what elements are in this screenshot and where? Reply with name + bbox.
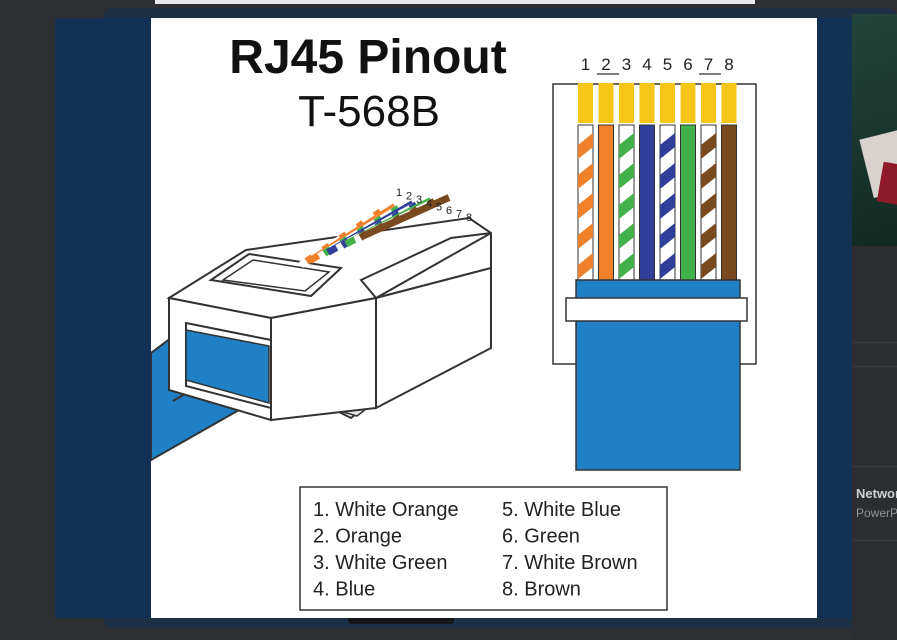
flat-wires bbox=[577, 124, 737, 284]
gold-contact bbox=[660, 83, 675, 123]
wire-stripe bbox=[578, 253, 593, 279]
wire-stripe bbox=[619, 253, 634, 279]
plug-pin-number: 2 bbox=[406, 191, 412, 203]
wire-stripe bbox=[660, 223, 675, 249]
legend-item: 7. White Brown bbox=[502, 552, 638, 574]
wire-pin-2 bbox=[598, 124, 614, 284]
background-button[interactable] bbox=[348, 616, 454, 624]
wire-stripe bbox=[701, 253, 716, 279]
gold-contact bbox=[619, 83, 634, 123]
pin-number-label: 6 bbox=[683, 55, 692, 74]
legend-left-column: 1. White Orange 2. Orange 3. White Green 4.… bbox=[313, 499, 459, 601]
pin-number-label: 5 bbox=[663, 55, 672, 74]
diagram-title: RJ45 Pinout bbox=[229, 31, 506, 84]
legend-item: 3. White Green bbox=[313, 552, 448, 574]
wire-stripe bbox=[578, 133, 593, 159]
background-list bbox=[852, 246, 897, 640]
pin-number-label: 2 bbox=[601, 55, 610, 74]
wire-stripe bbox=[701, 163, 716, 189]
pinout-image: RJ45 Pinout T-568B bbox=[151, 18, 817, 618]
legend-item: 2. Orange bbox=[313, 526, 402, 548]
pin-number-label: 7 bbox=[704, 55, 713, 74]
diagram-subtitle: T-568B bbox=[298, 87, 440, 136]
pin-number-label: 3 bbox=[622, 55, 631, 74]
wire-pin-6 bbox=[680, 124, 696, 284]
gold-contact bbox=[578, 83, 593, 123]
wire-stripe bbox=[660, 193, 675, 219]
plug-wire bbox=[362, 194, 451, 239]
plug-pin-number: 8 bbox=[466, 212, 472, 224]
wire-stripe bbox=[578, 193, 593, 219]
plug-wires bbox=[299, 194, 451, 268]
wire-stripe bbox=[660, 163, 675, 189]
legend-item: 8. Brown bbox=[502, 579, 581, 601]
wire-stripe bbox=[578, 163, 593, 189]
plug-pin-number: 5 bbox=[436, 201, 442, 213]
legend-box bbox=[299, 486, 668, 611]
list-divider bbox=[852, 342, 897, 343]
wire-stripe bbox=[619, 133, 634, 159]
wire-stripe bbox=[619, 193, 634, 219]
plug-window-inner bbox=[220, 259, 331, 292]
wire-stripe bbox=[578, 223, 593, 249]
gold-contact bbox=[598, 83, 614, 123]
pin-number-label: 1 bbox=[581, 55, 590, 74]
background-toolbar-strip bbox=[155, 0, 755, 4]
wire-stripe bbox=[701, 223, 716, 249]
wire-pin-4 bbox=[639, 124, 655, 284]
list-item-subtitle: PowerPoint bbox=[856, 506, 897, 520]
legend-item: 4. Blue bbox=[313, 579, 375, 601]
gold-contact bbox=[701, 83, 716, 123]
list-divider bbox=[852, 366, 897, 367]
cable-strain-relief bbox=[565, 297, 748, 322]
background-thumbnail[interactable] bbox=[852, 14, 897, 246]
wire-stripe bbox=[660, 133, 675, 159]
wire-pin-8 bbox=[721, 124, 737, 284]
plug-pin-number: 7 bbox=[456, 209, 462, 221]
pin-number-label: 8 bbox=[724, 55, 733, 74]
rj45-diagram: RJ45 Pinout T-568B bbox=[151, 31, 757, 611]
wire-stripe bbox=[619, 163, 634, 189]
plug-pin-number: 3 bbox=[416, 194, 422, 206]
plug-front-right bbox=[270, 296, 377, 422]
list-item-title[interactable]: Network bbox=[856, 486, 897, 501]
legend-item: 6. Green bbox=[502, 526, 580, 548]
legend-item: 1. White Orange bbox=[313, 499, 459, 521]
wire-stripe bbox=[701, 193, 716, 219]
legend-item: 5. White Blue bbox=[502, 499, 621, 521]
gold-contacts bbox=[578, 83, 737, 123]
wire-stripe bbox=[619, 223, 634, 249]
gold-contact bbox=[721, 83, 737, 123]
plug-pin-number: 6 bbox=[446, 205, 452, 217]
legend-right-column: 5. White Blue 6. Green 7. White Brown 8. Br… bbox=[502, 499, 638, 601]
gold-contact bbox=[680, 83, 696, 123]
wire-stripe bbox=[660, 253, 675, 279]
list-divider bbox=[852, 540, 897, 541]
plug-pin-number: 1 bbox=[396, 187, 402, 199]
plug-pin-number: 4 bbox=[426, 198, 432, 210]
pin-number-label: 4 bbox=[642, 55, 651, 74]
list-divider bbox=[852, 466, 897, 467]
wire-stripe bbox=[701, 133, 716, 159]
cable-in-opening bbox=[185, 329, 270, 404]
gold-contact bbox=[639, 83, 655, 123]
plug-contact-ridge bbox=[359, 232, 492, 300]
